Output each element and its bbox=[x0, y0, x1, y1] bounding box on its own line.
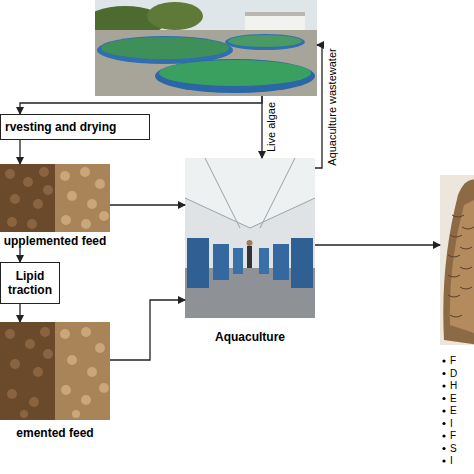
fish-photo bbox=[440, 175, 474, 345]
flow-arrow bbox=[20, 96, 262, 114]
image-caption: upplemented feed bbox=[4, 234, 107, 248]
image-caption: Aquaculture bbox=[215, 330, 285, 344]
list-item-text: I bbox=[450, 455, 453, 467]
feed-image: upplemented feed bbox=[0, 164, 110, 248]
aquaculture-photo bbox=[185, 158, 315, 318]
flow-arrow bbox=[19, 140, 20, 164]
flow-arrow bbox=[315, 244, 440, 245]
image-caption: emented feed bbox=[16, 426, 93, 440]
flow-arrow bbox=[261, 96, 262, 158]
list-item-text: F bbox=[450, 430, 456, 442]
aquaculture-image: Aquaculture bbox=[185, 158, 315, 344]
list-item-text: S bbox=[450, 443, 457, 455]
list-item-text: F bbox=[450, 355, 456, 367]
edge-label: Aquaculture wastewater bbox=[325, 48, 337, 165]
list-item-text: D bbox=[450, 368, 457, 380]
list-item-text: E bbox=[450, 393, 457, 405]
list-item-text: H bbox=[450, 380, 457, 392]
list-item-text: I bbox=[450, 418, 453, 430]
feed-image: emented feed bbox=[0, 322, 110, 440]
process-box: rvesting and drying bbox=[0, 114, 150, 140]
flow-arrow bbox=[110, 204, 185, 205]
flow-arrow bbox=[110, 300, 185, 360]
process-box: Lipid traction bbox=[0, 262, 60, 304]
fish-image bbox=[440, 175, 474, 345]
algae-pond-photo bbox=[95, 0, 317, 96]
edge-label: Live algae bbox=[265, 102, 277, 152]
flow-arrow bbox=[19, 304, 20, 322]
pellet-photo bbox=[0, 164, 110, 232]
box-text: rvesting and drying bbox=[5, 120, 116, 134]
list-item-text: E bbox=[450, 405, 457, 417]
flow-arrow bbox=[315, 45, 322, 168]
algae-pond bbox=[95, 0, 317, 96]
flow-arrow bbox=[19, 248, 20, 262]
pellet-photo bbox=[0, 322, 110, 420]
box-text: Lipid traction bbox=[1, 269, 59, 297]
